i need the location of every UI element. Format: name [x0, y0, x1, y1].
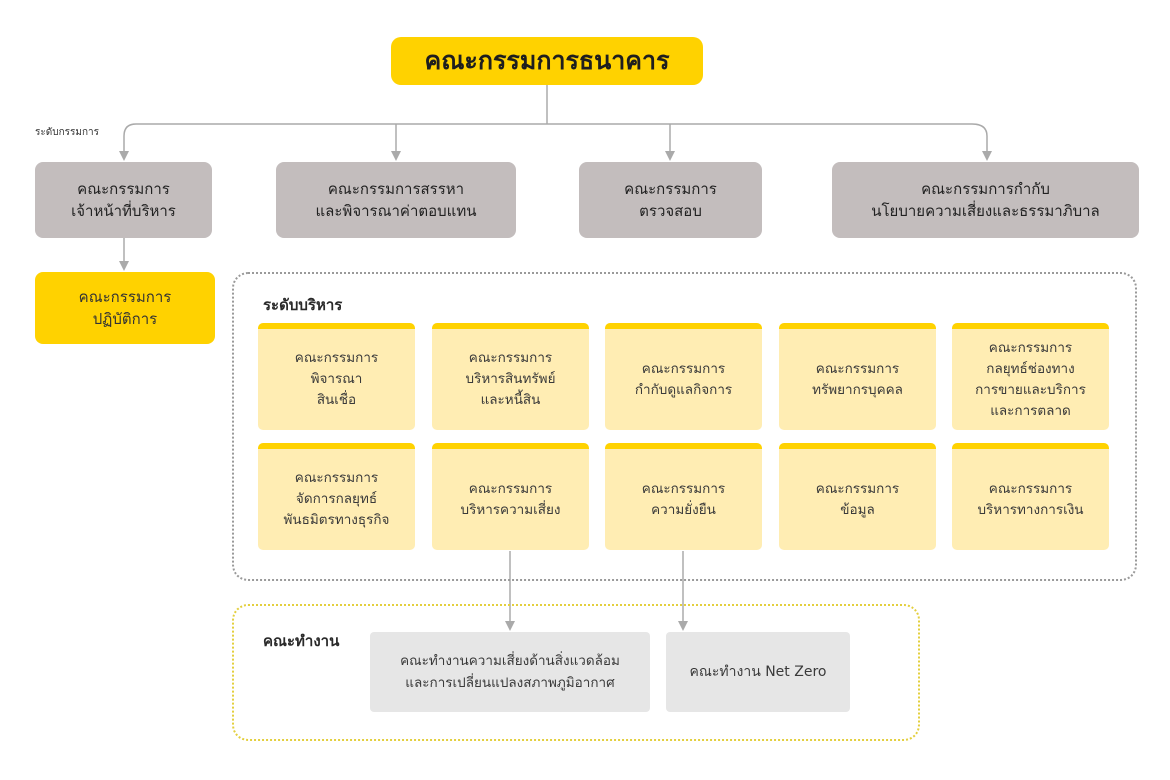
- mgmt-committee-data: คณะกรรมการ ข้อมูล: [779, 443, 936, 550]
- mgmt-committee-finance: คณะกรรมการ บริหารทางการเงิน: [952, 443, 1109, 550]
- mgmt-committee-credit: คณะกรรมการ พิจารณา สินเชื่อ: [258, 323, 415, 430]
- board-of-directors-box: คณะกรรมการธนาคาร: [391, 37, 703, 85]
- management-level-frame: [232, 272, 1137, 581]
- mgmt-committee-governance: คณะกรรมการ กำกับดูแลกิจการ: [605, 323, 762, 430]
- management-level-label: ระดับบริหาร: [263, 296, 343, 314]
- mgmt-committee-human-resources: คณะกรรมการ ทรัพยากรบุคคล: [779, 323, 936, 430]
- nomination-remuneration-committee-box: คณะกรรมการสรรหา และพิจารณาค่าตอบแทน: [276, 162, 516, 238]
- operations-committee-box: คณะกรรมการ ปฏิบัติการ: [35, 272, 215, 344]
- audit-committee-box: คณะกรรมการ ตรวจสอบ: [579, 162, 762, 238]
- connector-to-executive: [119, 123, 137, 161]
- mgmt-committee-channel-marketing: คณะกรรมการ กลยุทธ์ช่องทาง การขายและบริกา…: [952, 323, 1109, 430]
- working-group-climate-risk: คณะทำงานความเสี่ยงด้านสิ่งแวดล้อม และการ…: [370, 632, 650, 712]
- mgmt-committee-partnership: คณะกรรมการ จัดการกลยุทธ์ พันธมิตรทางธุรก…: [258, 443, 415, 550]
- working-group-net-zero: คณะทำงาน Net Zero: [666, 632, 850, 712]
- executive-committee-box: คณะกรรมการ เจ้าหน้าที่บริหาร: [35, 162, 212, 238]
- working-groups-frame: [232, 604, 920, 741]
- mgmt-committee-risk: คณะกรรมการ บริหารความเสี่ยง: [432, 443, 589, 550]
- board-level-label: ระดับกรรมการ: [35, 127, 100, 138]
- mgmt-committee-asset-liability: คณะกรรมการ บริหารสินทรัพย์ และหนี้สิน: [432, 323, 589, 430]
- mgmt-committee-sustainability: คณะกรรมการ ความยั่งยืน: [605, 443, 762, 550]
- working-groups-label: คณะทำงาน: [263, 632, 340, 650]
- risk-governance-committee-box: คณะกรรมการกำกับ นโยบายความเสี่ยงและธรรมา…: [832, 162, 1139, 238]
- connector-to-risk-policy: [971, 123, 992, 161]
